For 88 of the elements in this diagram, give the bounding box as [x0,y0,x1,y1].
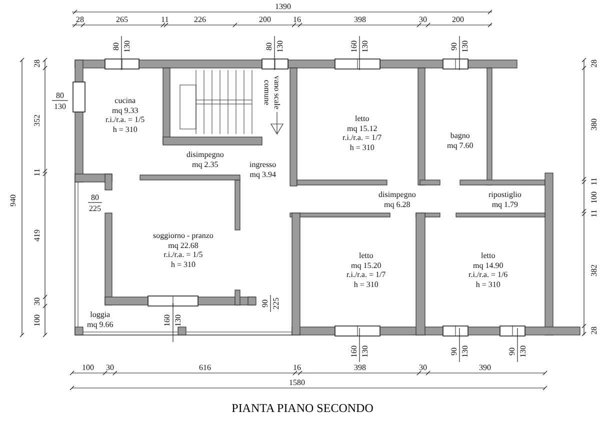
dimension-text: 30 [32,297,42,305]
dimension-text: 160 [350,40,358,52]
room-data: mq 7.60 [447,140,474,150]
room-data: r.i./r.a. = 1/7 [342,133,382,142]
room-data: h = 310 [112,124,138,134]
room-data: mq 9.66 [87,320,114,329]
dimension-text: 11 [32,168,42,176]
dimension-text: 30 [106,362,114,372]
room-data: r.i./r.a. = 1/5 [106,115,145,124]
dimension-text: 160 [350,345,358,357]
dimension-text: 130 [54,102,66,110]
room-data: mq 9.33 [110,106,140,115]
dimension-text: 90 [508,347,516,355]
room-data: h = 310 [348,142,376,152]
dimension-text: 11 [161,14,169,24]
room-data: mq 1.79 [490,200,520,209]
dimension-text: 226 [194,14,206,24]
dimension-text: 225 [272,297,280,309]
room-data: mq 6.28 [383,200,412,209]
room-name: loggia [89,310,112,320]
dimension-text: 265 [116,14,128,24]
room-data: r.i./r.a. = 1/7 [346,270,386,280]
dimension-text: 616 [199,362,211,372]
dimension-text: 352 [32,114,42,126]
dimension-text: 160 [162,314,172,326]
dimension-text: 390 [479,362,491,372]
dimension-text: 130 [360,345,370,357]
dimension-text: 100 [590,191,598,203]
dimension-text: 90 [260,299,270,307]
room-data: mq 22.68 [167,240,200,250]
room-name: cucina [114,96,137,106]
dimension-text: 80 [112,42,120,50]
dimension-text: 200 [452,14,464,24]
dimension-text: 130 [518,345,528,357]
room-name: disimpegno [186,150,224,160]
dimension-text: 200 [259,14,271,24]
room-data: mq 15.20 [350,260,382,270]
dimension-text: 11 [589,177,598,185]
dimension-text: 398 [354,14,366,24]
dimension-text: 1390 [275,2,291,10]
room-data: h = 310 [352,280,380,289]
dimension-text: 419 [32,229,42,241]
room-name: ingresso [250,160,276,170]
room-name: letto [354,114,370,124]
dimension-text: 380 [590,118,598,130]
dimension-text: 16 [293,362,301,372]
room-data: h = 310 [474,280,502,289]
dimension-text: 16 [293,14,301,24]
dimension-text: 130 [276,40,284,52]
dimension-text: 90 [450,42,458,50]
dimension-text: 28 [76,14,84,24]
dimension-text: 28 [590,59,598,67]
room-data: h = 310 [170,260,196,269]
room-name: ripostiglio [488,190,522,200]
dimension-text: 100 [82,362,94,372]
room-data: mq 2.35 [191,160,220,169]
dimension-text: 130 [360,40,370,52]
room-data: r.i./r.a. = 1/6 [468,270,508,280]
dimension-text: 130 [460,345,470,357]
dimension-text: 28 [32,59,42,67]
dimension-text: 130 [174,314,182,326]
dimension-text: 940 [8,194,18,206]
dimension-text: 100 [32,314,42,326]
plan-caption: PIANTA PIANO SECONDO [230,401,374,416]
room-data: mq 3.94 [250,170,276,179]
dimension-text: 398 [354,362,366,372]
room-name: soggiorno - pranzo [153,231,214,240]
dimension-text: 130 [122,40,132,52]
room-name: letto [358,251,374,260]
dimension-text: 90 [450,347,458,355]
room-name: vano scale comune [262,75,282,109]
room-name: letto [480,251,496,260]
room-name: bagno [449,131,471,140]
dimension-text: 382 [590,264,598,276]
room-data: r.i./r.a. = 1/5 [162,250,204,260]
dimension-text: 80 [264,42,274,50]
dimension-text: 30 [419,362,427,372]
room-data: mq 15.12 [346,124,378,133]
dimension-text: 1580 [289,378,305,386]
dimension-text: 30 [419,14,427,24]
dimension-text: 11 [589,209,598,217]
dimension-text: 80 [56,90,64,100]
room-data: mq 14.90 [472,260,504,270]
dimension-text: 28 [590,326,598,334]
dimension-text: 130 [460,40,470,52]
dimension-text: 225 [89,204,101,212]
room-name: disimpegno [378,190,416,200]
dimension-text: 80 [91,192,99,202]
